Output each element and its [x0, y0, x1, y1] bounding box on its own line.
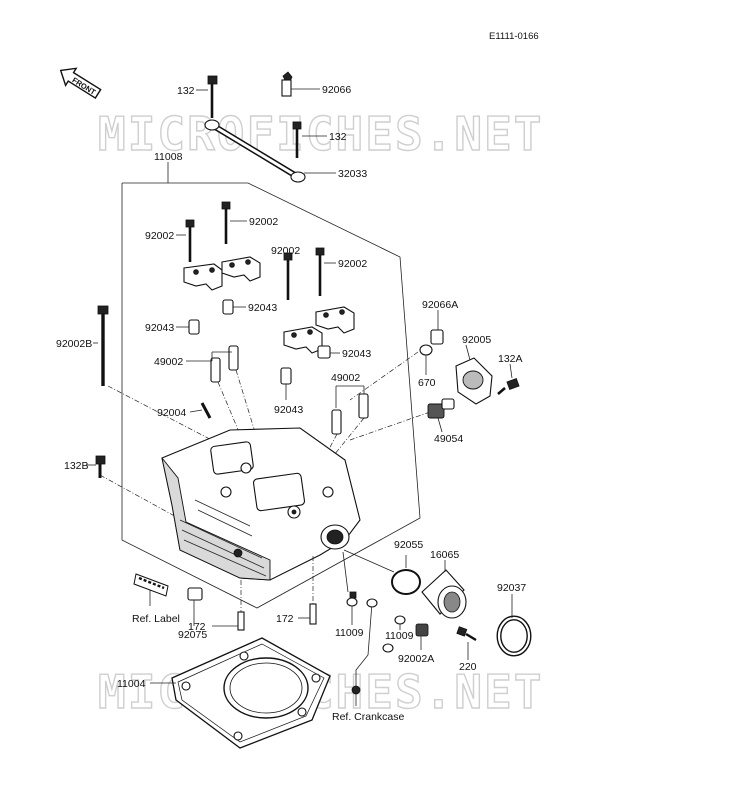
ref-label-text: Ref. Label	[132, 613, 180, 625]
cap-92075	[187, 587, 203, 601]
carburetor-holder-16065	[421, 569, 467, 619]
label-16065: 16065	[430, 549, 459, 561]
front-arrow-icon: FRONT	[59, 67, 102, 100]
diagram-code: E1111-0166	[489, 31, 539, 42]
label-92075: 92075	[178, 629, 207, 641]
label-92002A: 92002A	[398, 653, 434, 665]
label-220: 220	[459, 661, 477, 673]
label-92066A: 92066A	[422, 299, 458, 311]
cam-cap-right-2	[283, 326, 323, 354]
bolt-92002-d	[315, 247, 325, 296]
cam-cap-left	[183, 263, 223, 291]
dowel-92043-d	[280, 367, 292, 385]
oring-670	[419, 344, 433, 356]
label-92002-a: 92002	[145, 230, 174, 242]
bolt-oil-top	[349, 591, 357, 599]
label-92002-b: 92002	[249, 216, 278, 228]
valve-guide-49002-right	[331, 393, 369, 435]
bolt-92002A	[415, 623, 429, 637]
label-92037: 92037	[497, 582, 526, 594]
label-11004: 11004	[117, 678, 146, 690]
dowel-92043-a	[222, 299, 234, 315]
label-172-a: 172	[188, 621, 206, 633]
bolt-132B	[95, 455, 106, 478]
watermark-top: MICROFICHES.NET	[98, 107, 543, 161]
label-92055: 92055	[394, 539, 423, 551]
stud-172-a	[237, 611, 245, 631]
label-11009-a: 11009	[335, 627, 364, 639]
cam-cap-left-2	[221, 256, 261, 282]
head-assembly-outline	[121, 182, 421, 609]
label-92005: 92005	[462, 334, 491, 346]
label-172-b: 172	[276, 613, 294, 625]
washer-11009-a	[346, 597, 358, 607]
label-92066: 92066	[322, 84, 351, 96]
label-132B: 132B	[64, 460, 89, 472]
oring-92055	[391, 569, 421, 595]
bolt-132A	[497, 378, 520, 395]
label-49002-a: 49002	[154, 356, 183, 368]
label-49054: 49054	[434, 433, 463, 445]
thermostat-cover-92005	[455, 357, 493, 405]
label-92004: 92004	[157, 407, 186, 419]
cam-cap-right	[315, 306, 355, 334]
label-49002-b: 49002	[331, 372, 360, 384]
label-32033: 32033	[338, 168, 367, 180]
label-92043-a: 92043	[248, 302, 277, 314]
bolt-92002-a	[185, 219, 195, 262]
label-92043-d: 92043	[274, 404, 303, 416]
washer-11009-b	[394, 615, 406, 625]
label-132-top: 132	[177, 85, 195, 97]
ref-crankcase-text: Ref. Crankcase	[332, 711, 405, 723]
bolt-92002-b	[221, 201, 231, 244]
bolt-92002-c	[283, 252, 293, 300]
label-92043-c: 92043	[342, 348, 371, 360]
head-gasket-11004	[171, 637, 331, 749]
bolt-92002B	[97, 305, 109, 386]
label-11008: 11008	[154, 151, 183, 163]
cylinder-head	[161, 427, 361, 581]
screw-220	[456, 626, 477, 642]
breather-pipe	[204, 71, 306, 183]
dowel-92043-c	[317, 345, 331, 359]
label-132-right: 132	[329, 131, 347, 143]
stud-172-b	[309, 603, 317, 625]
label-92043-b: 92043	[145, 322, 174, 334]
label-11009-b: 11009	[385, 630, 414, 642]
valve-guide-49002-left	[210, 345, 239, 383]
sensor-49054	[427, 398, 455, 419]
stud-92004	[200, 402, 212, 419]
label-92002B: 92002B	[56, 338, 92, 350]
dowel-92043-b	[188, 319, 200, 335]
oil-pipe	[351, 598, 394, 695]
warning-label-plate	[133, 573, 169, 597]
label-132A: 132A	[498, 353, 523, 365]
label-670: 670	[418, 377, 436, 389]
clamp-92037	[496, 615, 532, 657]
label-92002-d: 92002	[338, 258, 367, 270]
plug-92066A	[430, 329, 444, 345]
label-92002-c: 92002	[271, 245, 300, 257]
